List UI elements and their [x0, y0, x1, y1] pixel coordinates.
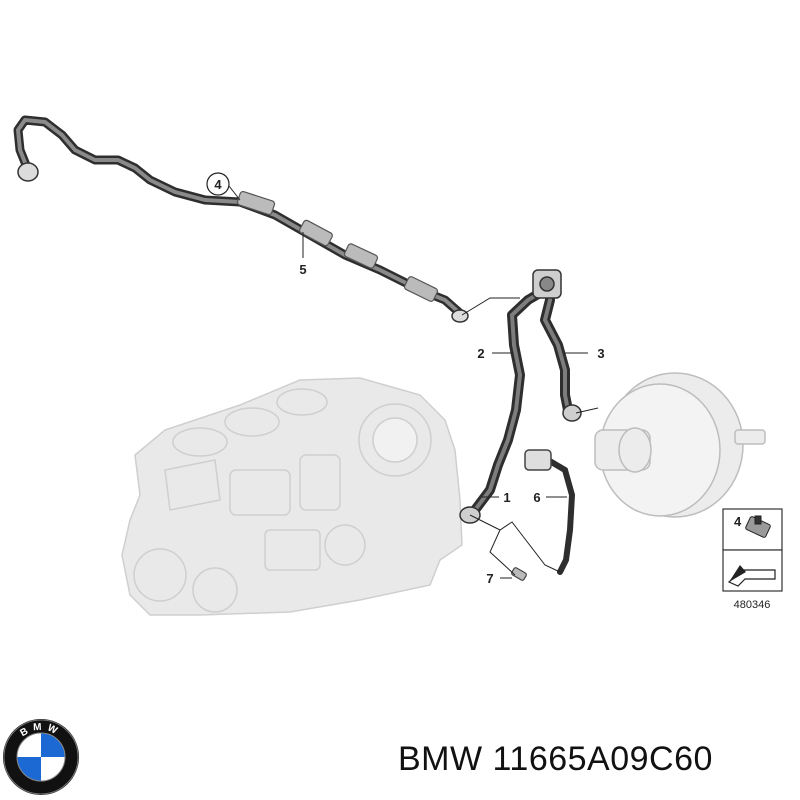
line-end-fitting	[17, 162, 469, 323]
callout-4-label: 4	[214, 177, 222, 192]
hose-6-connector	[524, 449, 552, 471]
line-sleeves	[236, 190, 439, 302]
inset-arrow-icon	[727, 565, 776, 587]
callout-1-label: 1	[503, 490, 510, 505]
vacuum-hose-6	[545, 457, 576, 575]
vacuum-hoses-2-3	[470, 285, 573, 515]
bmw-logo: BMW	[3, 719, 79, 795]
clip-7	[511, 567, 527, 581]
inset-part-label: 4	[734, 514, 742, 529]
callout-7-label: 7	[486, 571, 493, 586]
inset-reference-number: 480346	[734, 599, 771, 611]
inset-reference-box: 4 480346	[722, 508, 783, 611]
callout-5-label: 5	[299, 262, 306, 277]
brake-booster	[594, 372, 766, 518]
callout-6-label: 6	[533, 490, 540, 505]
leader-lines	[228, 185, 599, 579]
inset-sleeve-icon	[745, 515, 771, 538]
part-number-caption: BMW 11665A09C60	[398, 740, 713, 778]
callout-2-label: 2	[477, 346, 484, 361]
vacuum-line-long	[13, 115, 467, 320]
callout-3-label: 3	[597, 346, 604, 361]
engine-block	[121, 377, 463, 616]
callout-4: 4	[206, 172, 230, 196]
